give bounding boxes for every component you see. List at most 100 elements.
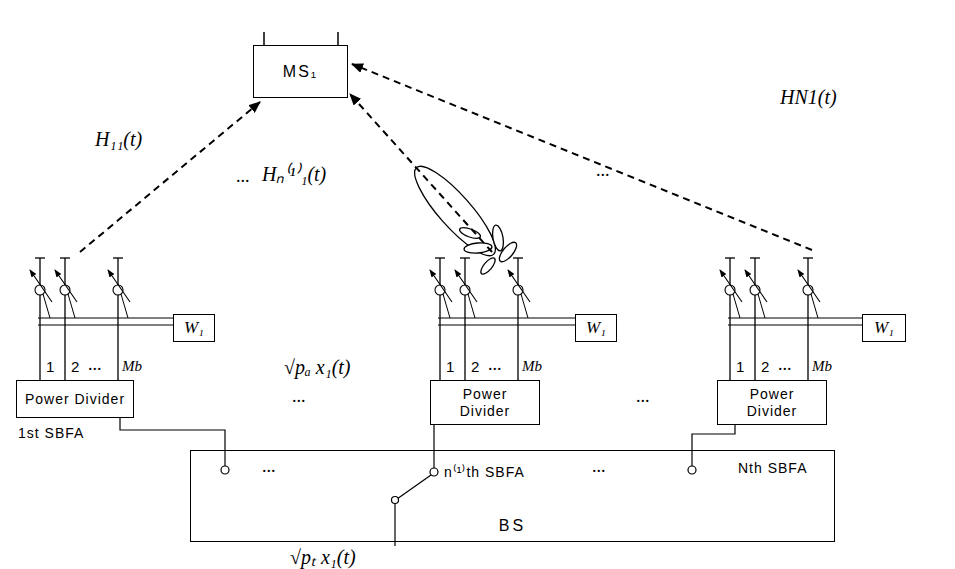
phase-shifter (455, 270, 477, 302)
antenna-element (729, 258, 730, 380)
node-text: W₁ (874, 318, 894, 338)
phase-shifter (720, 270, 742, 302)
illustration-stroke (430, 468, 438, 476)
phase-shifter (30, 270, 52, 302)
phase-shifter (798, 270, 820, 302)
illustration-stroke (688, 466, 696, 474)
antenna-element (60, 257, 70, 258)
phase-shifter (55, 270, 77, 302)
antenna-element (460, 257, 470, 258)
phase-shifter (745, 270, 767, 302)
element-number: 1 (446, 358, 454, 375)
antenna-element (750, 257, 760, 258)
element-number: 2 (471, 358, 479, 375)
weight-bus (38, 325, 173, 326)
illustration-stroke (405, 157, 520, 276)
element-number: Mb (522, 358, 542, 375)
phase-shifter (108, 270, 130, 302)
node-text: W₁ (586, 318, 606, 338)
signal-label: HN1(t) (780, 86, 837, 109)
weight-box: W₁ (575, 314, 617, 342)
node-text: W₁ (184, 318, 204, 338)
antenna-element (64, 258, 65, 380)
illustration-stroke (350, 94, 492, 252)
illustration-stroke (458, 225, 481, 240)
antenna-element (803, 257, 813, 258)
illustration-stroke (337, 32, 339, 45)
illustration-stroke (80, 64, 812, 252)
illustration-stroke (394, 504, 395, 547)
antenna-element (435, 257, 445, 258)
illustration-stroke (691, 450, 692, 466)
element-number: Mb (812, 358, 832, 375)
illustration-stroke (392, 497, 399, 504)
feed-line (120, 418, 225, 450)
mobile-station-box: MS₁ (253, 45, 348, 98)
antenna-element (807, 258, 808, 380)
illustration-stroke (352, 64, 812, 250)
illustration-stroke (491, 224, 505, 251)
antenna-element (35, 257, 45, 258)
illustration-stroke (479, 256, 498, 276)
antenna-element (464, 258, 465, 380)
phase-shifter (508, 270, 530, 302)
sbfa-label: n⁽¹⁾th SBFA (444, 462, 525, 481)
weight-bus (38, 318, 173, 319)
antenna-element (39, 258, 40, 380)
ellipsis: ... (88, 354, 102, 375)
weight-bus (438, 318, 575, 319)
illustration-stroke (30, 258, 862, 380)
antenna-element (117, 258, 118, 380)
weight-bus (728, 325, 862, 326)
node-text: Power Divider (21, 389, 129, 409)
power-divider-box: Power Divider (16, 380, 134, 418)
node-text: MS₁ (283, 63, 318, 81)
antenna-element (517, 258, 518, 380)
ellipsis: ... (596, 160, 610, 181)
signal-label: √pₐ x₁(t) (284, 356, 351, 379)
power-divider-box: Power Divider (430, 380, 540, 425)
antenna-element (113, 257, 123, 258)
illustration-stroke (221, 466, 229, 474)
antenna-element (439, 258, 440, 380)
power-divider-box: Power Divider (717, 380, 827, 425)
element-number: 2 (761, 358, 769, 375)
ellipsis: ... (488, 354, 502, 375)
illustration-stroke (224, 450, 225, 466)
ellipsis: ... (262, 456, 276, 477)
sbfa-label: Nth SBFA (738, 460, 807, 476)
ellipsis: ... (636, 386, 650, 407)
ellipsis: ... (592, 456, 606, 477)
antenna-element (725, 257, 735, 258)
element-number: 1 (46, 358, 54, 375)
node-text: Power Divider (431, 384, 539, 420)
antenna-element (754, 258, 755, 380)
illustration-stroke (221, 450, 696, 546)
feed-line (692, 425, 735, 450)
illustration-stroke (397, 475, 431, 499)
antenna-element (513, 257, 523, 258)
ellipsis: ... (778, 354, 792, 375)
illustration-stroke (80, 102, 260, 252)
signal-label: Hₙ⁽¹⁾₁(t) (262, 160, 326, 187)
weight-box: W₁ (173, 314, 215, 342)
node-text: Power Divider (718, 384, 826, 420)
sbfa-label: 1st SBFA (18, 425, 84, 441)
illustration-stroke (263, 32, 265, 45)
illustration-stroke (496, 240, 519, 265)
signal-label: H₁₁(t) (95, 128, 142, 151)
ellipsis: ... (236, 166, 250, 187)
element-number: 1 (736, 358, 744, 375)
weight-box: W₁ (862, 314, 906, 342)
signal-label: √pₜ x₁(t) (290, 543, 356, 569)
element-number: 2 (71, 358, 79, 375)
node-text: BS (499, 517, 526, 535)
weight-bus (728, 318, 862, 319)
element-number: Mb (122, 358, 142, 375)
phase-shifter (430, 270, 452, 302)
illustration-stroke (433, 450, 434, 468)
weight-bus (438, 325, 575, 326)
